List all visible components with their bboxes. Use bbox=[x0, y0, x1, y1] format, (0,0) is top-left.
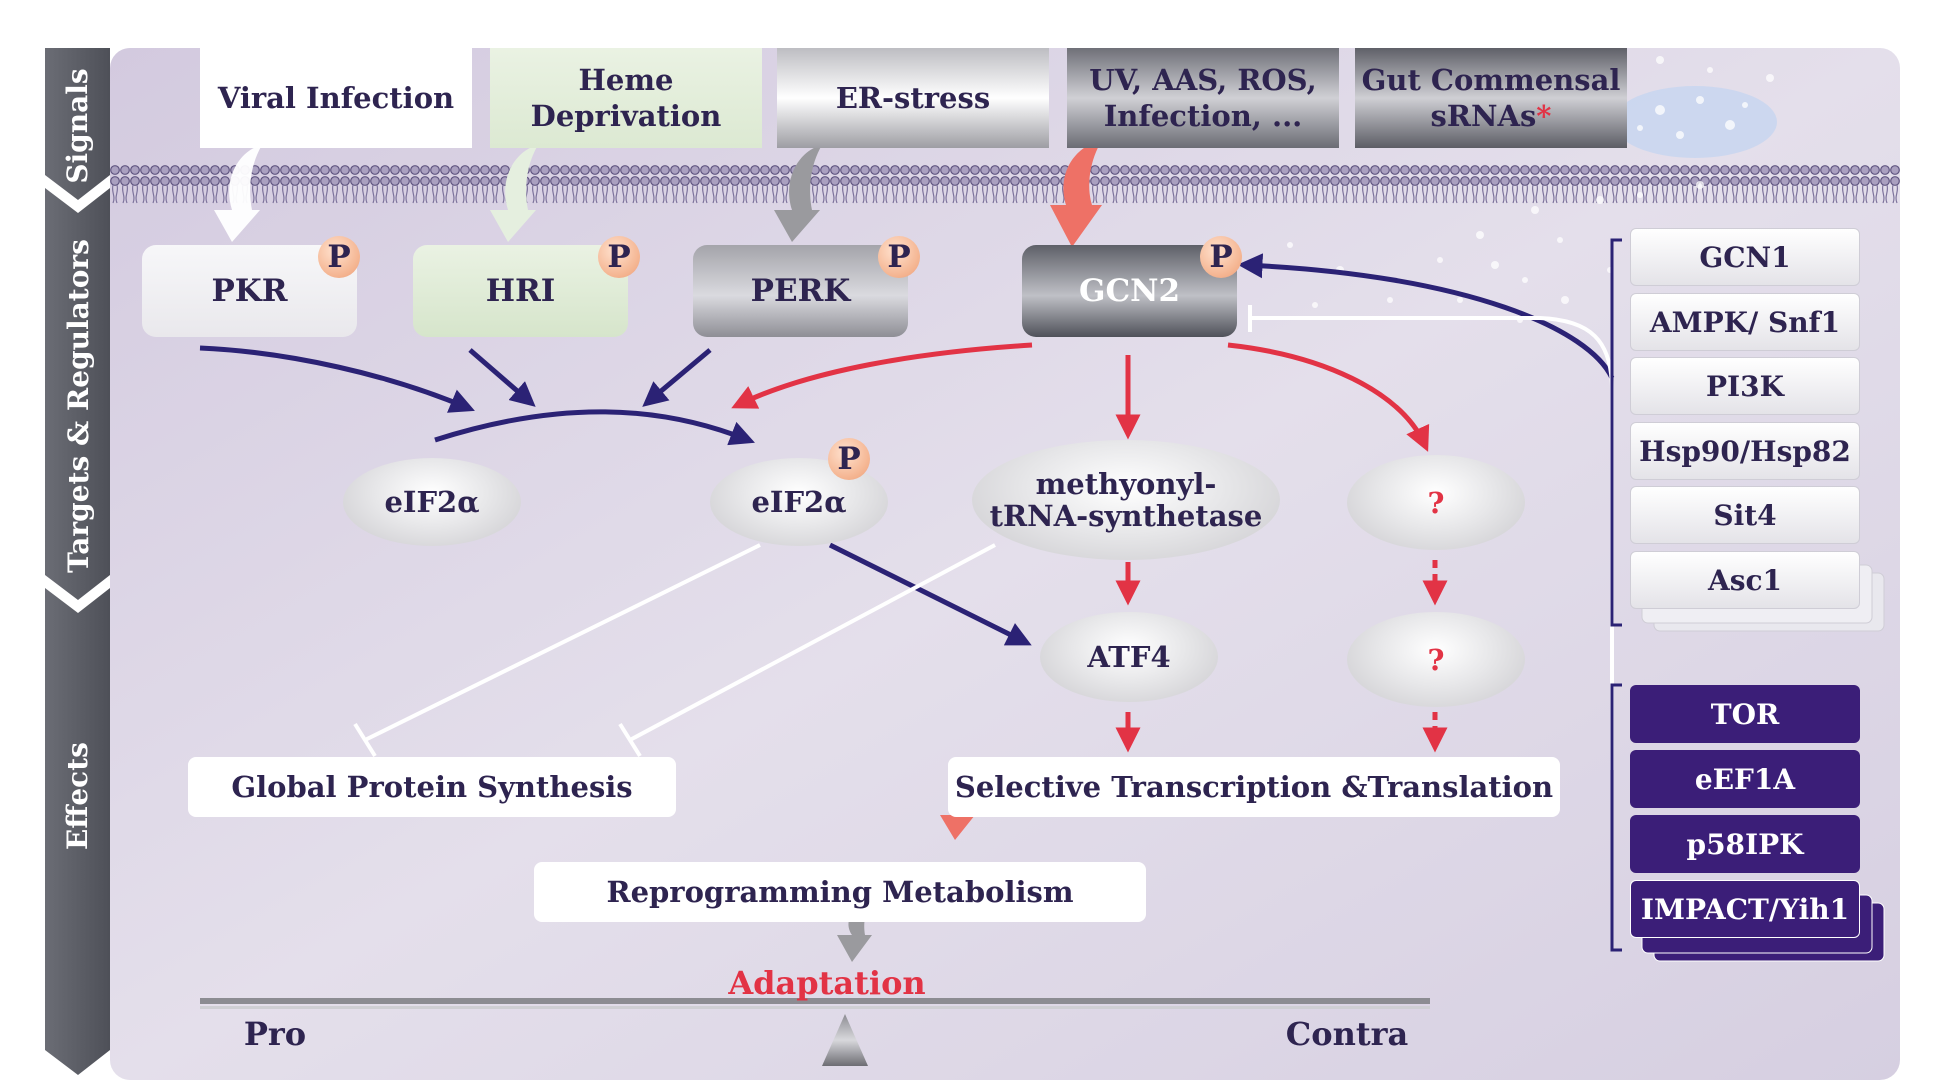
regulator-tor: TOR bbox=[1630, 685, 1860, 743]
mrs-global-inhibition bbox=[629, 543, 996, 742]
signal-gut-commensal: Gut Commensal sRNAs* bbox=[1355, 48, 1627, 148]
signal-viral-infection: Viral Infection bbox=[200, 48, 472, 148]
regulator-eef1a: eEF1A bbox=[1630, 750, 1860, 808]
eif2a-global-inhibition bbox=[364, 543, 761, 742]
kinase-hri: HRI bbox=[413, 245, 628, 337]
effect-selective-transcription-translation: Selective Transcription &Translation bbox=[948, 757, 1560, 817]
target-eif2a: eIF2α bbox=[343, 458, 521, 546]
signal-er-stress: ER-stress bbox=[777, 48, 1049, 148]
balance-fulcrum bbox=[822, 1014, 868, 1066]
kinase-pkr-label: PKR bbox=[211, 273, 288, 309]
signal-uv-line1: UV, AAS, ROS, bbox=[1089, 63, 1317, 97]
signal-heme-deprivation: Heme Deprivation bbox=[490, 48, 762, 148]
balance-beam-highlight bbox=[200, 1006, 1430, 1009]
target-methionyl-trna-synthetase: methyonyl- tRNA-synthetase bbox=[972, 440, 1280, 560]
kinase-hri-label: HRI bbox=[485, 273, 556, 309]
srna-vesicle bbox=[1613, 86, 1777, 158]
regulator-impact-yih1: IMPACT/Yih1 bbox=[1630, 880, 1860, 938]
regulator-ampk-snf1: AMPK/ Snf1 bbox=[1630, 293, 1860, 351]
cell-membrane bbox=[110, 163, 1900, 207]
effect-global-protein-synthesis: Global Protein Synthesis bbox=[188, 757, 676, 817]
hri-eif2a-arrow bbox=[468, 348, 536, 407]
viral-pkr-arrow bbox=[214, 145, 262, 242]
signal-uv-aas-ros: UV, AAS, ROS, Infection, ... bbox=[1067, 48, 1339, 148]
kinase-gcn2-label: GCN2 bbox=[1078, 273, 1181, 309]
activators-gcn2-arrow bbox=[1237, 253, 1615, 380]
eif2a-atf4-arrow bbox=[828, 542, 1032, 646]
eif2a-phospho-badge: P bbox=[828, 438, 870, 480]
signal-gut-line2: sRNAs* bbox=[1431, 98, 1552, 134]
signal-uv-line2: Infection, ... bbox=[1103, 99, 1303, 133]
sidebar-targets-band bbox=[45, 188, 110, 600]
regulator-sit4: Sit4 bbox=[1630, 486, 1860, 544]
perk-phospho-badge: P bbox=[878, 236, 920, 278]
balance-beam bbox=[200, 998, 1430, 1004]
gcn2-unknown-arrow bbox=[1227, 342, 1430, 452]
signal-gut-srnas: sRNAs bbox=[1430, 99, 1537, 133]
regulator-gcn1: GCN1 bbox=[1630, 228, 1860, 286]
heme-hri-arrow bbox=[490, 145, 538, 242]
kinase-perk: PERK bbox=[693, 245, 908, 337]
regulator-hsp90-hsp82: Hsp90/Hsp82 bbox=[1630, 422, 1860, 480]
er-perk-arrow bbox=[774, 145, 822, 242]
perk-eif2a-arrow bbox=[642, 348, 712, 407]
adaptation-label: Adaptation bbox=[728, 964, 926, 1002]
eif2a-global-inhibition-bar bbox=[353, 722, 377, 758]
regulator-p58ipk: p58IPK bbox=[1630, 815, 1860, 873]
mrs-global-inhibition-bar bbox=[618, 722, 642, 758]
activators-bracket bbox=[1610, 238, 1622, 627]
regulator-pi3k: PI3K bbox=[1630, 357, 1860, 415]
regulator-asc1: Asc1 bbox=[1630, 551, 1860, 609]
pro-label: Pro bbox=[243, 1015, 307, 1053]
gcn2-eif2a-arrow bbox=[731, 342, 1033, 409]
pkr-eif2a-arrow bbox=[199, 345, 475, 413]
target-unknown-2: ? bbox=[1347, 612, 1525, 707]
mrs-label-line1: methyonyl- bbox=[1035, 467, 1217, 501]
effect-reprogramming-metabolism: Reprogramming Metabolism bbox=[534, 862, 1146, 922]
sidebar-signals-band bbox=[45, 48, 110, 200]
mrs-label-line2: tRNA-synthetase bbox=[989, 499, 1263, 533]
gcn2-phospho-badge: P bbox=[1200, 236, 1242, 278]
section-effects-label: Effects bbox=[60, 742, 94, 850]
signal-gut-line1: Gut Commensal bbox=[1361, 63, 1621, 97]
uv-gcn2-arrow bbox=[1050, 140, 1102, 247]
inhibitors-bracket bbox=[1610, 683, 1622, 952]
contra-label: Contra bbox=[1285, 1015, 1409, 1053]
sidebar-effects-band bbox=[45, 588, 110, 1075]
section-signals-label: Signals bbox=[60, 68, 94, 184]
eif2a-phosphorylation-arrow bbox=[434, 409, 755, 446]
target-unknown-1: ? bbox=[1347, 455, 1525, 550]
srna-particles bbox=[1287, 56, 1774, 323]
kinase-perk-label: PERK bbox=[750, 273, 851, 309]
pkr-phospho-badge: P bbox=[318, 236, 360, 278]
section-targets-label: Targets & Regulators bbox=[61, 239, 95, 573]
target-atf4: ATF4 bbox=[1040, 612, 1218, 702]
signal-gut-asterisk: * bbox=[1536, 99, 1552, 133]
hri-phospho-badge: P bbox=[598, 236, 640, 278]
